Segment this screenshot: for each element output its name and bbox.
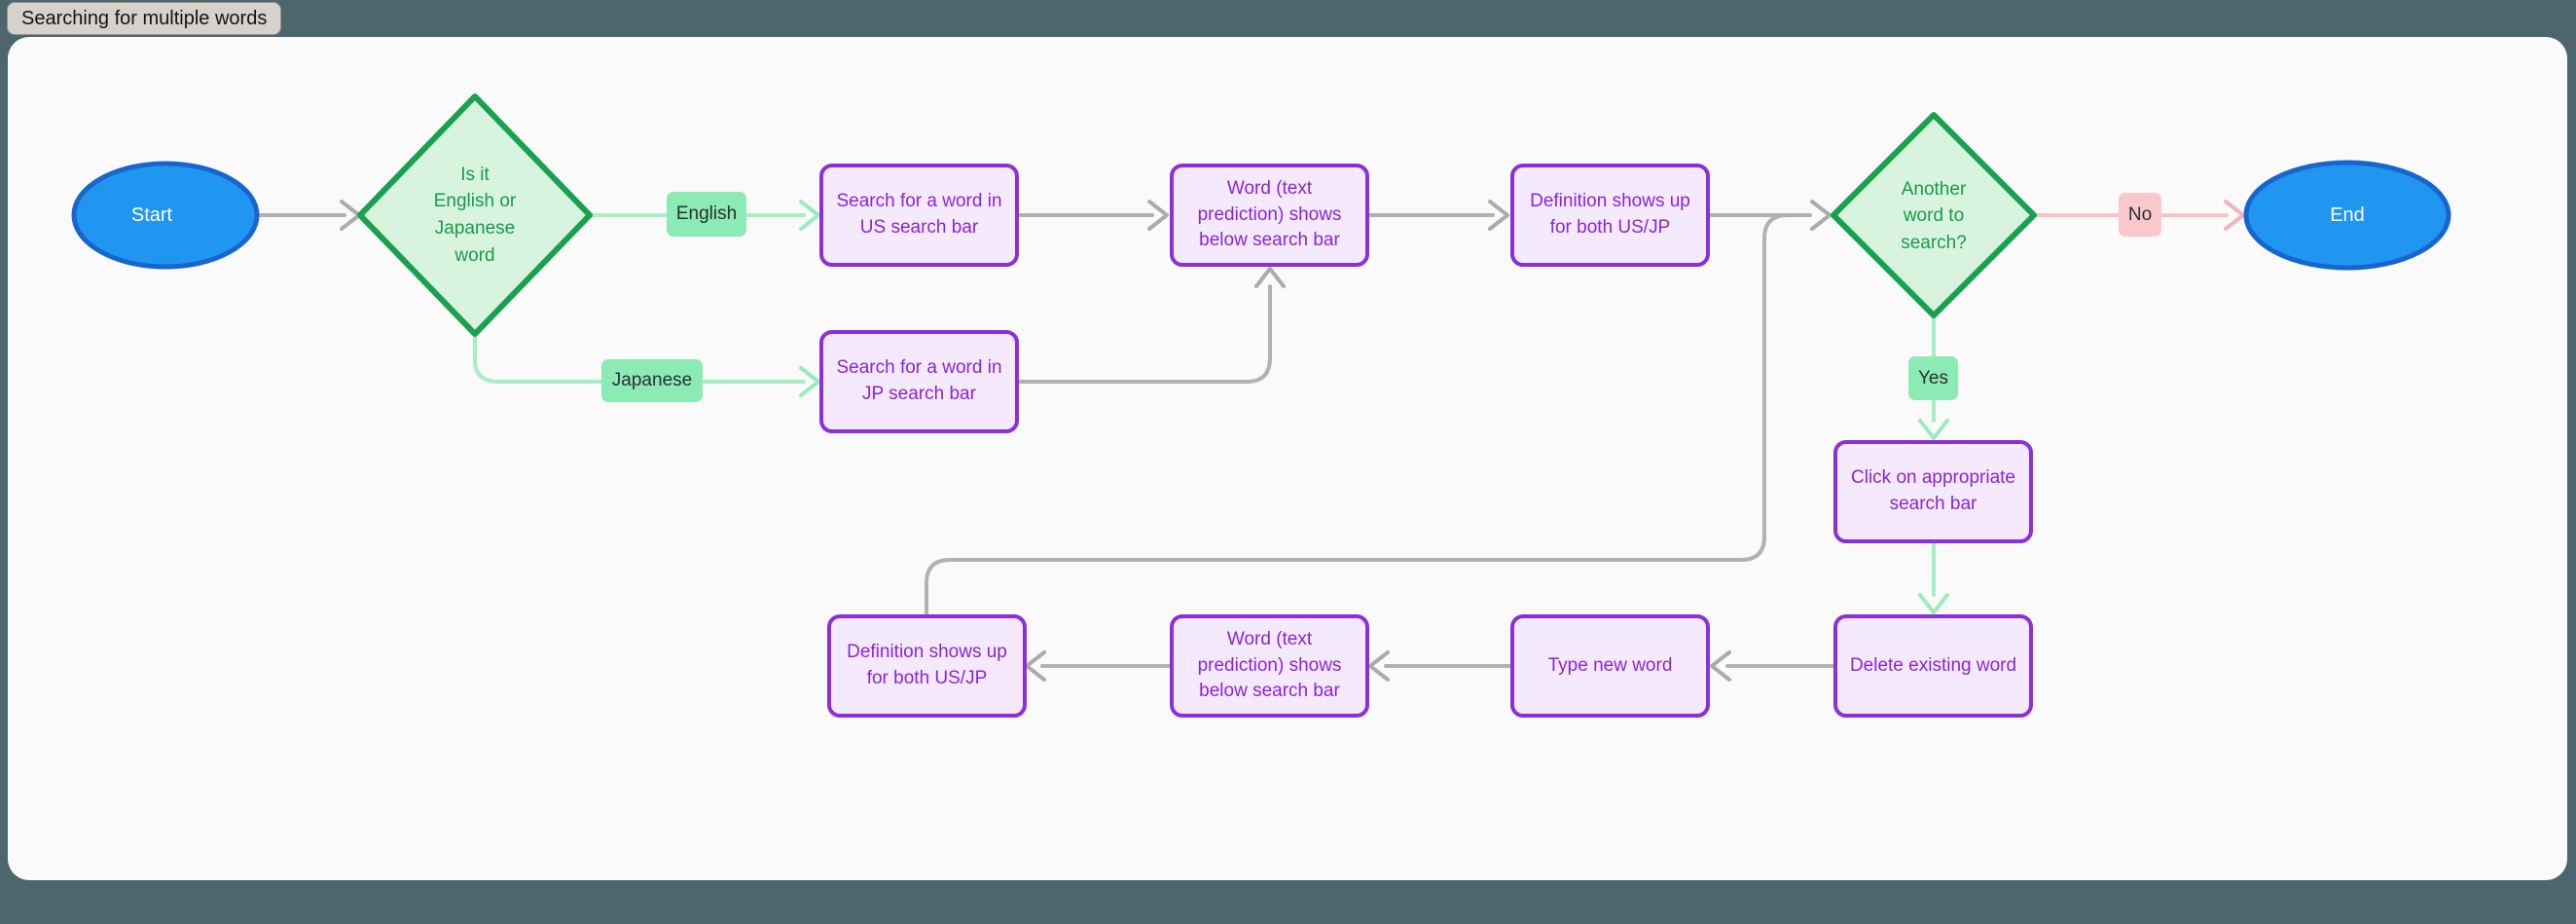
process-search-us-node[interactable]: Search for a word in US search bar xyxy=(819,164,1019,267)
process-word-prediction-bottom-node[interactable]: Word (text prediction) shows below searc… xyxy=(1170,614,1369,718)
edge-japanese-branch xyxy=(473,332,806,384)
edge-label-english: English xyxy=(667,192,746,237)
edge-label-japanese: Japanese xyxy=(601,359,703,402)
another-word-decision-node[interactable] xyxy=(1831,112,2037,318)
process-type-new-word-node[interactable]: Type new word xyxy=(1510,614,1710,718)
arrowhead-into-jp-search xyxy=(799,366,820,397)
diagram-title-tab: Searching for multiple words xyxy=(7,2,282,35)
arrowhead-into-end xyxy=(2224,200,2245,231)
process-search-jp-node[interactable]: Search for a word in JP search bar xyxy=(819,330,1019,433)
edge-label-yes: Yes xyxy=(1908,356,1958,400)
process-definition-top-node[interactable]: Definition shows up for both US/JP xyxy=(1510,164,1710,267)
process-click-search-bar-node[interactable]: Click on appropriate search bar xyxy=(1833,440,2033,543)
arrowhead-into-word-prediction-bottom xyxy=(1368,650,1390,682)
arrowhead-into-us-search xyxy=(799,200,820,231)
arrowhead-into-another-decision xyxy=(1810,200,1832,231)
process-definition-bottom-node[interactable]: Definition shows up for both US/JP xyxy=(827,614,1027,718)
edge-jp-search-to-word-prediction xyxy=(1017,284,1272,384)
edge-loop-definition-bottom-to-another-decision xyxy=(925,213,1802,616)
arrowhead-into-type-new-word xyxy=(1710,650,1731,682)
flowchart-canvas[interactable]: Start End Is it English or Japanese word… xyxy=(8,37,2567,880)
arrowhead-into-delete-word xyxy=(1918,593,1949,614)
arrowhead-into-click-search-bar xyxy=(1918,419,1949,440)
end-node[interactable] xyxy=(2243,160,2451,271)
process-delete-word-node[interactable]: Delete existing word xyxy=(1833,614,2033,718)
flowchart-layer xyxy=(71,93,2451,682)
arrowhead-into-word-prediction-bottom-side xyxy=(1254,267,1286,288)
arrowhead-into-word-prediction-top xyxy=(1147,200,1169,231)
process-word-prediction-top-node[interactable]: Word (text prediction) shows below searc… xyxy=(1170,164,1369,267)
arrowhead-into-definition-top xyxy=(1488,200,1509,231)
diagram-title: Searching for multiple words xyxy=(21,7,268,29)
start-node[interactable] xyxy=(71,161,260,270)
arrowhead-into-definition-bottom xyxy=(1025,650,1046,682)
edge-label-no: No xyxy=(2119,193,2161,237)
language-decision-node[interactable] xyxy=(357,93,593,337)
